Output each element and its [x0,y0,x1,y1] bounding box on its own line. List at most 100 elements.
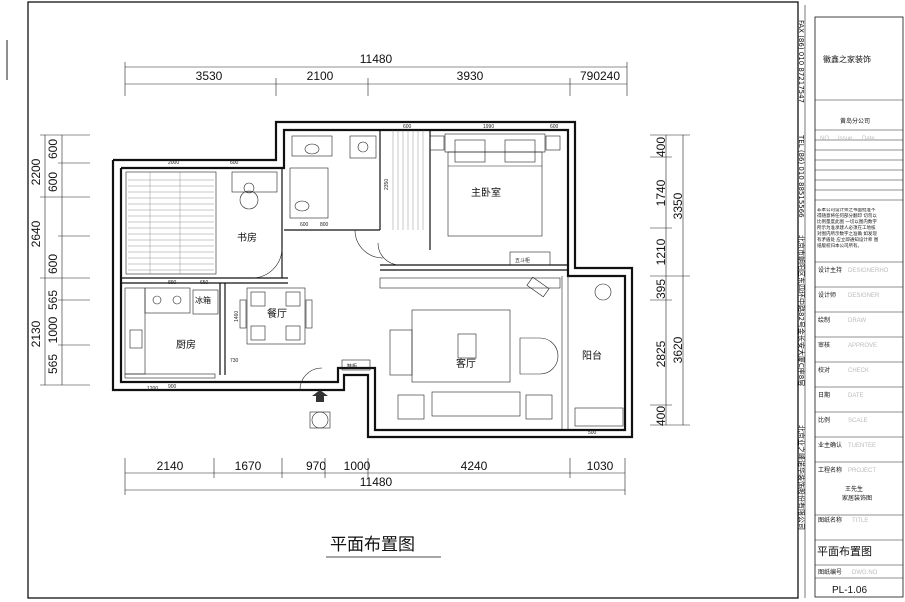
field-check-cn: 校对 [818,366,830,374]
balcony: 阳台 500 [526,276,624,436]
project-name-line-1: 王先生 [845,485,863,493]
left-dimension-inner-4: 565 [46,290,60,310]
left-dimension-outer-3: 2130 [29,320,43,347]
bottom-dimensions: 2140 1670 970 1000 4240 1030 11480 [124,458,626,495]
rev-header-issue: Issue [838,136,853,142]
company-full-name: 北京业之峰诺华装饰股份有限公司 [797,425,806,530]
dim-bath-2350: 2350 [384,179,390,190]
fridge-label: 冰箱 [195,295,211,305]
drawing-name-label-cn: 图纸名称 [818,516,842,524]
dim-kitchen-890: 890 [168,280,177,286]
dim-bed-1990: 1990 [483,124,494,130]
field-check-en: CHECK [848,368,869,374]
dim-dining-730: 730 [230,358,239,364]
chest-label: 五斗柜 [515,257,530,264]
dim-study-2000: 2000 [168,160,179,166]
bottom-dimension-6: 1030 [587,459,614,473]
left-dimension-inner-3: 600 [46,254,60,274]
bottom-dimension-5: 4240 [461,459,488,473]
top-dimension-2: 2100 [307,69,334,83]
field-designer-cn: 设计师 [818,291,836,299]
drawing-number-label-cn: 图纸编号 [818,568,842,576]
drawing-title: 平面布置图 [330,535,415,555]
rev-header-no: NO. [820,136,831,142]
company-name: 徽鑫之家装饰 [823,54,871,64]
dim-bath-600: 600 [403,124,412,130]
copyright-notice: 非本公司设计师之书面批准不得随意将任何部分翻印 切勿以比例量度此图 一切以图内数… [817,208,879,249]
dim-kitchen-900: 900 [168,384,177,390]
study-label: 书房 [237,231,257,244]
right-dimension-outer-2: 3620 [671,336,685,363]
right-dimension-inner-4: 395 [654,279,668,299]
top-dimension-4: 790240 [580,69,620,83]
drawing-number-label-en: DWG.NO [852,570,878,576]
dim-bath-600-b: 600 [300,222,309,228]
drawing-name: 平面布置图 [817,545,872,558]
bottom-dimension-3: 970 [306,459,326,473]
field-draw-en: DRAW [848,318,866,324]
field-designer-ho-cn: 设计主持 [818,266,842,274]
title-block: 徽鑫之家装饰 黄岛分公司 NO. Issue Date 非本公司设计师之书面批准… [814,16,904,598]
dining-label: 餐厅 [267,307,287,320]
left-dimension-inner-5: 1000 [46,316,60,343]
right-dimensions: 400 1740 1210 395 2825 400 3350 3620 [650,134,690,426]
company-address: 北京市朝阳区东四环中路82号金长安大厦C座8层 [797,235,806,386]
dim-bed-600: 600 [550,124,559,130]
field-draw-cn: 绘制 [818,316,830,324]
company-info-column: FAX (86) 010 87217547 TEL (86) 010 88515… [797,5,806,598]
right-dimension-inner-3: 1210 [654,238,668,265]
top-total-dimension: 11480 [360,52,393,66]
bottom-dimension-2: 1670 [235,459,262,473]
field-approve-cn: 审核 [818,341,830,349]
bottom-dimension-4: 1000 [344,459,371,473]
field-project-en: PROJECT [848,468,876,474]
field-owner-en: TUENTEE [848,443,876,449]
plant-icon [594,283,612,301]
left-dimension-outer-2: 2640 [29,220,43,247]
field-date-cn: 日期 [818,391,830,399]
left-dimension-inner-1: 600 [46,139,60,159]
top-dimension-3: 3930 [457,69,484,83]
bottom-total-dimension: 11480 [360,475,393,489]
walls [111,120,634,439]
person-icon [311,411,329,429]
dim-study-600: 600 [230,160,239,166]
sheet-border [27,1,799,599]
balcony-label: 阳台 [582,349,602,362]
left-dimensions: 2200 2640 2130 600 600 600 565 1000 565 [29,134,90,386]
right-dimension-inner-5: 2825 [654,340,668,367]
field-project-cn: 工程名称 [818,466,842,474]
drawing-number: PL-1.06 [832,585,867,596]
bathroom: 600 2350 600 800 [289,124,424,230]
kitchen-label: 厨房 [176,338,196,351]
dim-kitchen-650: 650 [200,280,209,286]
field-date-en: DATE [848,393,864,399]
dim-bath-800: 800 [320,222,329,228]
door-swings [251,229,401,391]
shoe-cabinet-label: 鞋柜 [347,363,357,370]
right-dimension-inner-6: 400 [654,406,668,426]
tel-number: TEL (86) 010 88515566 [797,134,805,218]
study-room: 书房 2000 600 [125,160,278,275]
top-dimension-1: 3530 [196,69,223,83]
living-room: 客厅 [379,277,561,420]
drawing-name-label-en: TITLE [852,518,868,524]
top-dimensions: 11480 3530 2100 3930 790240 [124,52,628,96]
branch-name: 黄岛分公司 [840,117,870,125]
project-name-line-2: 家居装饰图 [842,494,872,502]
field-scale-cn: 比例 [818,416,830,424]
left-dimension-inner-2: 600 [46,172,60,192]
field-owner-cn: 业主确认 [818,441,842,449]
fax-number: FAX (86) 010 87217547 [797,20,805,103]
dim-dining-1460: 1460 [234,311,240,322]
dim-balcony-500: 500 [588,430,597,436]
bottom-dimension-1: 2140 [157,459,184,473]
left-dimension-inner-6: 565 [46,354,60,374]
entry: 鞋柜 [309,359,371,429]
field-designer-en: DESIGNER [848,293,880,299]
rev-header-date: Date [862,136,875,142]
right-dimension-inner-2: 1740 [654,179,668,206]
entry-arrow-icon [312,390,328,402]
right-dimension-outer-1: 3350 [671,192,685,219]
field-scale-en: SCALE [848,418,868,424]
